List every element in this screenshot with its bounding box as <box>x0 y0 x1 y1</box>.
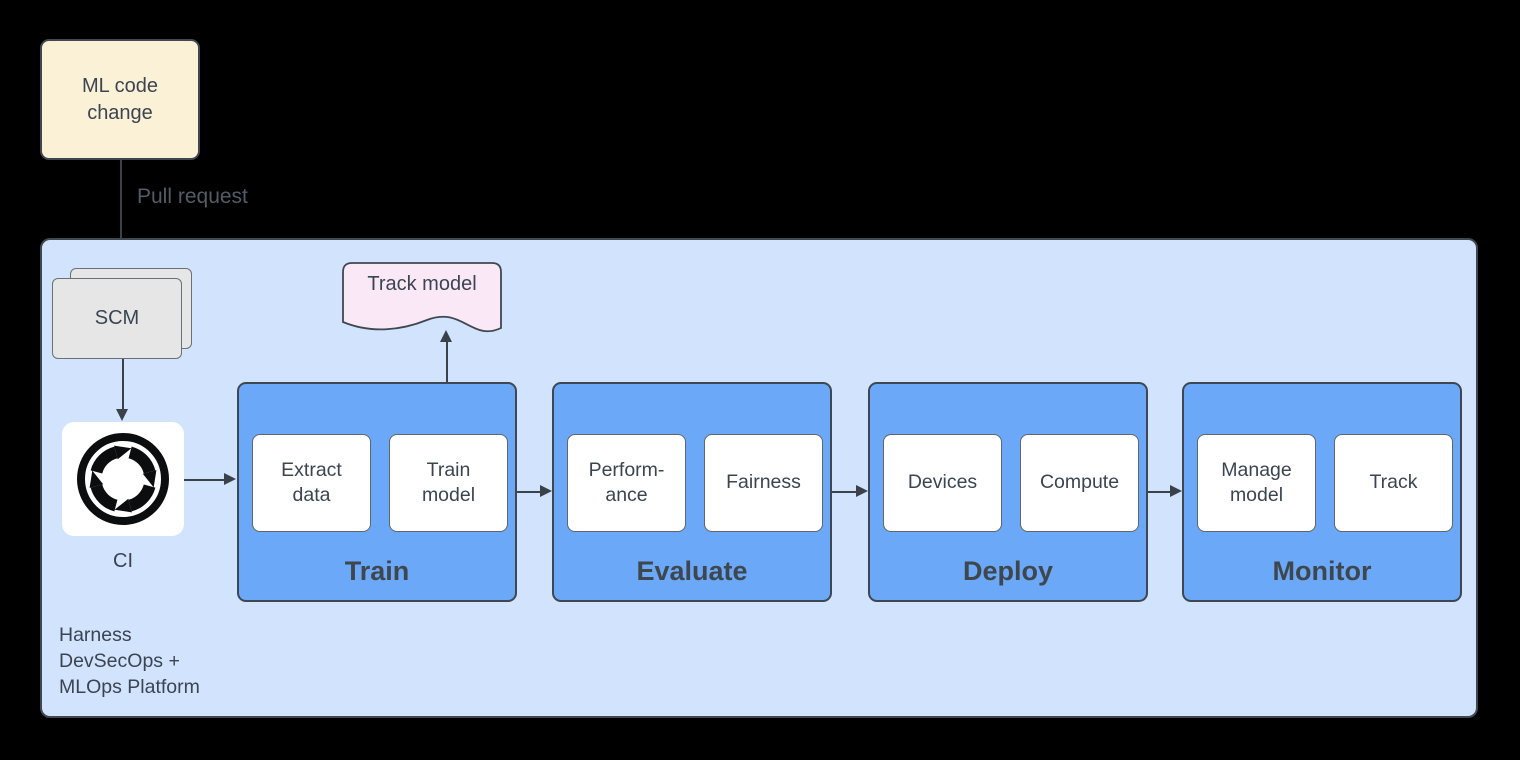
scm-to-ci-arrow-line <box>121 359 124 409</box>
ml-code-change-label: ML code change <box>82 74 158 124</box>
stage-step-performance: Perform- ance <box>567 434 686 532</box>
stage-step-extract-data: Extract data <box>252 434 371 532</box>
evaluate-to-deploy-arrow-line <box>832 491 856 493</box>
stage-step-devices: Devices <box>883 434 1002 532</box>
train-to-track-arrow-line <box>445 342 448 382</box>
train-to-evaluate-arrow-line <box>517 491 540 493</box>
train-to-evaluate-arrowhead <box>540 485 552 497</box>
platform-container: SCM <box>40 238 1478 718</box>
stage-title-train: Train <box>344 556 410 586</box>
stage-title-monitor: Monitor <box>1272 556 1372 586</box>
track-model-document <box>342 262 502 333</box>
train-to-track-arrowhead <box>440 330 452 342</box>
stage-title-deploy: Deploy <box>962 556 1054 586</box>
ml-code-change-box: ML code change <box>40 39 200 160</box>
ci-label: CI <box>113 550 133 572</box>
stage-step-train-model: Train model <box>389 434 508 532</box>
stage-train: Extract data Train model Train <box>237 382 517 602</box>
scm-label: SCM <box>94 307 140 329</box>
pull-request-arrow-line <box>119 160 122 256</box>
stage-step-fairness: Fairness <box>704 434 823 532</box>
stage-step-manage-model: Manage model <box>1197 434 1316 532</box>
stage-evaluate: Perform- ance Fairness Evaluate <box>552 382 832 602</box>
ci-to-train-arrowhead <box>224 473 236 485</box>
ci-card <box>62 422 184 536</box>
stage-deploy: Devices Compute Deploy <box>868 382 1148 602</box>
deploy-to-monitor-arrow-line <box>1148 491 1170 493</box>
pull-request-label: Pull request <box>137 185 248 208</box>
ci-to-train-arrow-line <box>184 479 224 481</box>
stage-monitor: Manage model Track Monitor <box>1182 382 1462 602</box>
track-model-label: Track model <box>367 273 477 295</box>
stage-title-evaluate: Evaluate <box>636 556 748 586</box>
scm-to-ci-arrowhead <box>116 409 128 421</box>
evaluate-to-deploy-arrowhead <box>856 485 868 497</box>
platform-label: Harness DevSecOps + MLOps Platform <box>59 624 200 698</box>
cycle-arrows-icon <box>77 433 169 525</box>
deploy-to-monitor-arrowhead <box>1170 485 1182 497</box>
stage-step-compute: Compute <box>1020 434 1139 532</box>
scm-box: SCM <box>52 278 182 359</box>
stage-step-track: Track <box>1334 434 1453 532</box>
